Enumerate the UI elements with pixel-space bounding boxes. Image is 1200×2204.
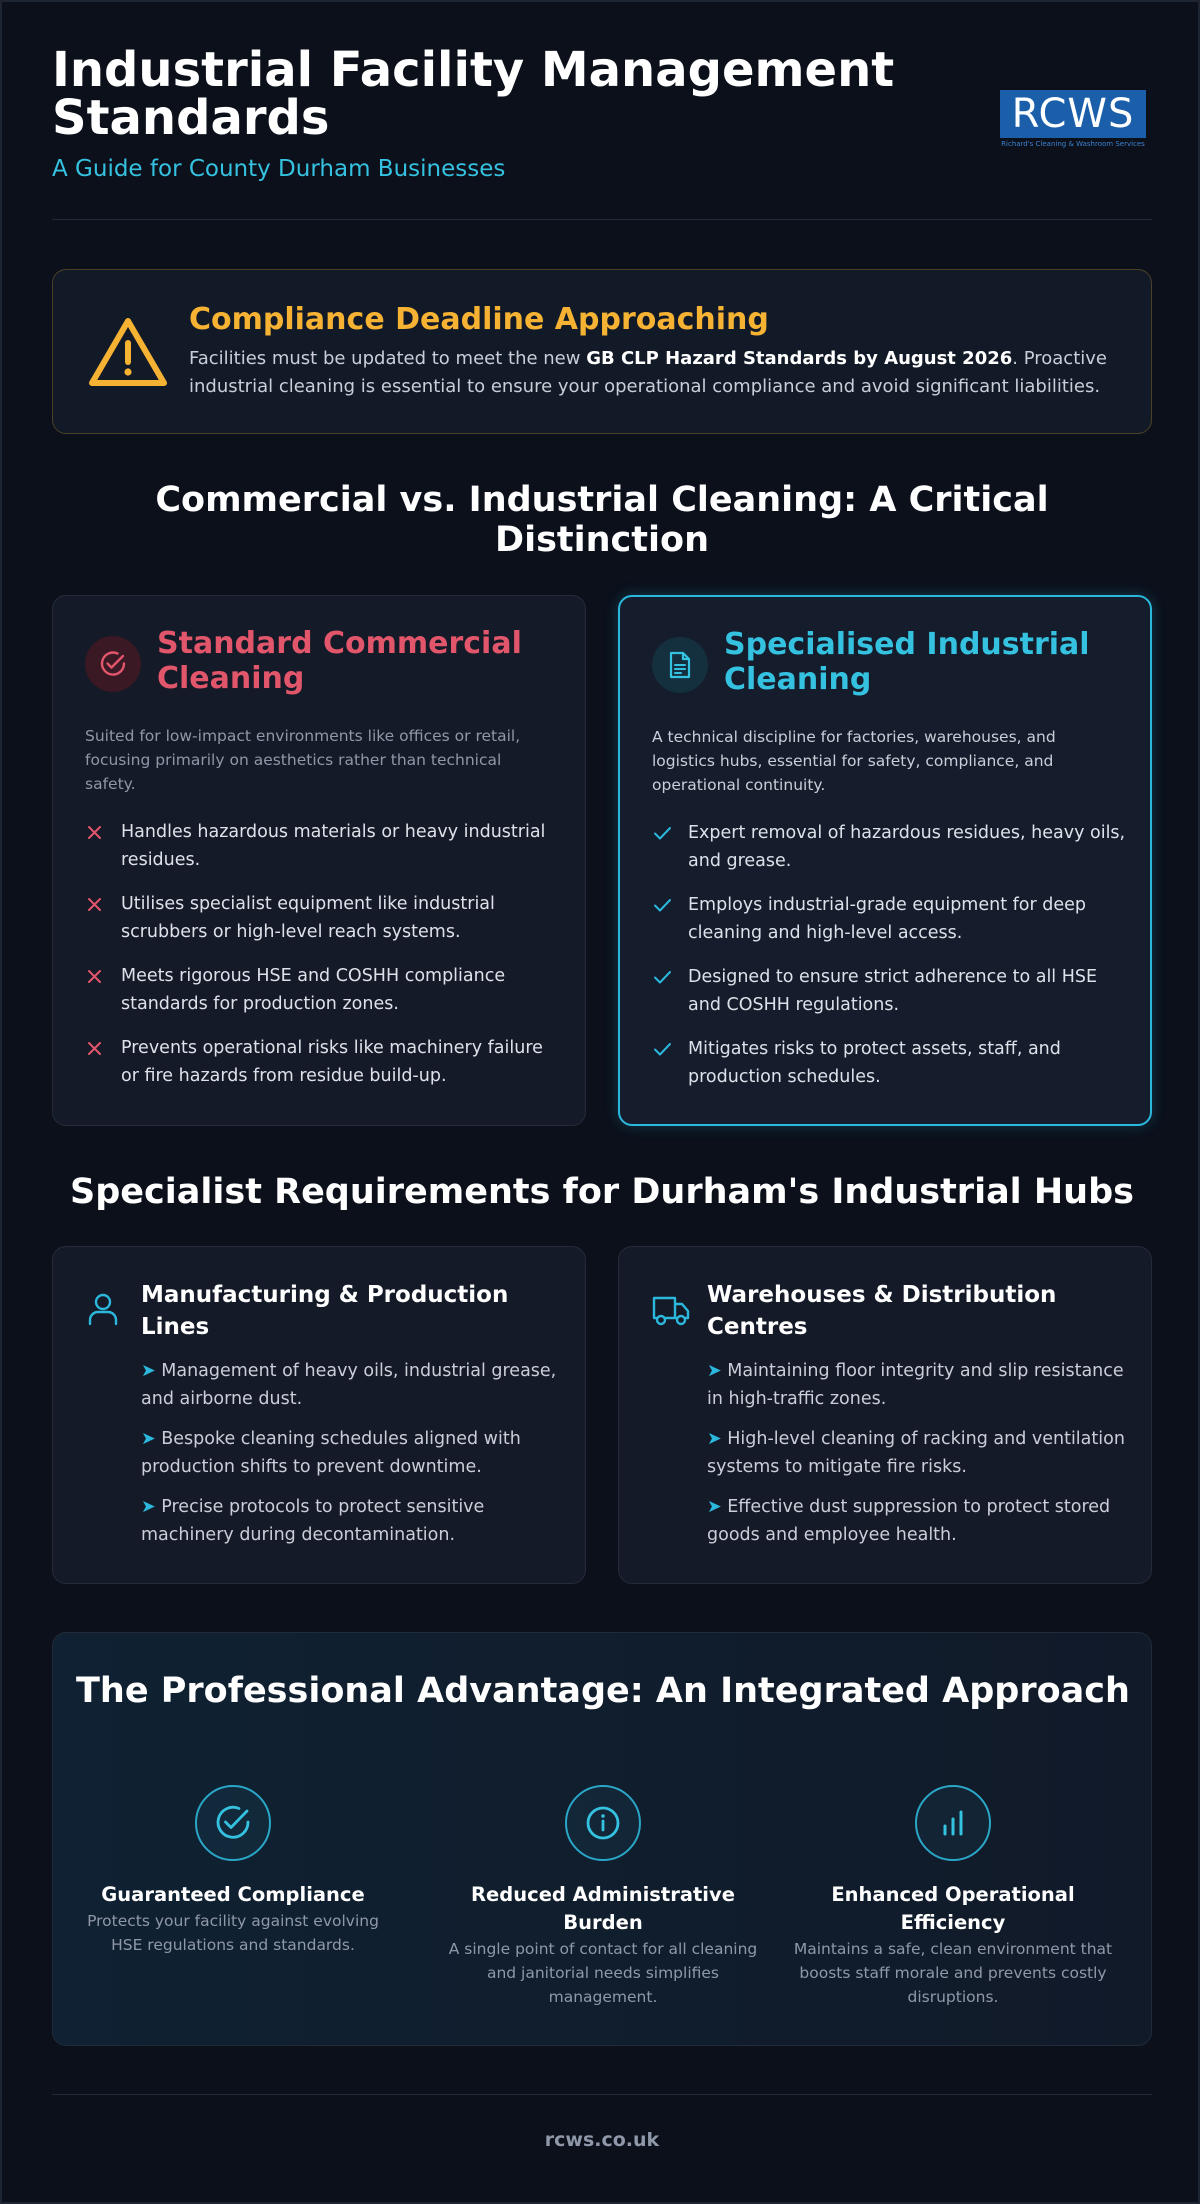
list-item: Meets rigorous HSE and COSHH compliance … [85, 962, 565, 1018]
warning-triangle-icon [89, 318, 167, 386]
industrial-cleaning-card: Specialised Industrial Cleaning A techni… [618, 595, 1152, 1126]
cross-icon [88, 1042, 101, 1055]
check-icon [654, 899, 671, 912]
industrial-list: Expert removal of hazardous residues, he… [652, 819, 1132, 1107]
comparison-heading: Commercial vs. Industrial Cleaning: A Cr… [155, 480, 1049, 560]
arrow-icon: ➤ [141, 1497, 156, 1517]
manufacturing-item-text: Bespoke cleaning schedules aligned with … [141, 1429, 521, 1477]
advantage-heading: The Professional Advantage: An Integrate… [76, 1671, 1130, 1711]
compliance-alert: Compliance Deadline Approaching Faciliti… [52, 269, 1152, 434]
cross-icon [88, 970, 101, 983]
cross-icon [88, 898, 101, 911]
manufacturing-list: ➤ Management of heavy oils, industrial g… [141, 1357, 561, 1561]
advantage-item-text: Maintains a safe, clean environment that… [793, 1940, 1113, 2006]
check-icon [654, 1043, 671, 1056]
info-circle-icon [586, 1806, 620, 1840]
advantage-item-text: Protects your facility against evolving … [87, 1912, 379, 1954]
commercial-item-text: Prevents operational risks like machiner… [121, 1038, 543, 1086]
arrow-icon: ➤ [707, 1429, 722, 1449]
industrial-item-text: Employs industrial-grade equipment for d… [688, 895, 1087, 943]
arrow-icon: ➤ [141, 1429, 156, 1449]
list-item: Handles hazardous materials or heavy ind… [85, 818, 565, 874]
advantage-item-efficiency: Enhanced Operational Efficiency Maintain… [788, 1785, 1118, 2009]
manufacturing-item-text: Management of heavy oils, industrial gre… [141, 1361, 557, 1409]
commercial-cleaning-card: Standard Commercial Cleaning Suited for … [52, 595, 586, 1126]
check-icon [654, 971, 671, 984]
warehouses-card: Warehouses & Distribution Centres ➤ Main… [618, 1246, 1152, 1584]
manufacturing-title: Manufacturing & Production Lines [141, 1282, 509, 1340]
page-subtitle: A Guide for County Durham Businesses [52, 156, 506, 182]
page-header: Industrial Facility Management Standards… [52, 46, 1152, 220]
check-icon [654, 827, 671, 840]
list-item: ➤ Management of heavy oils, industrial g… [141, 1357, 561, 1413]
industrial-icon-wrap [652, 637, 708, 693]
alert-title: Compliance Deadline Approaching [189, 302, 769, 337]
industrial-item-text: Mitigates risks to protect assets, staff… [688, 1039, 1061, 1087]
logo-text: RCWS [1000, 90, 1146, 138]
warehouses-item-text: High-level cleaning of racking and venti… [707, 1429, 1125, 1477]
list-item: ➤ High-level cleaning of racking and ven… [707, 1425, 1127, 1481]
list-item: ➤ Effective dust suppression to protect … [707, 1493, 1127, 1549]
page-footer: rcws.co.uk [52, 2094, 1152, 2174]
truck-icon [652, 1296, 690, 1326]
cross-icon [88, 826, 101, 839]
industrial-card-title: Specialised Industrial Cleaning [724, 627, 1090, 697]
commercial-card-description: Suited for low-impact environments like … [85, 727, 521, 793]
list-item: ➤ Precise protocols to protect sensitive… [141, 1493, 561, 1549]
list-item: Mitigates risks to protect assets, staff… [652, 1035, 1132, 1091]
advantage-icon-wrap [195, 1785, 271, 1861]
industrial-item-text: Expert removal of hazardous residues, he… [688, 823, 1126, 871]
arrow-icon: ➤ [707, 1497, 722, 1517]
advantage-panel: The Professional Advantage: An Integrate… [52, 1632, 1152, 2046]
bar-chart-icon [943, 1810, 963, 1836]
list-item: Expert removal of hazardous residues, he… [652, 819, 1132, 875]
warehouses-item-text: Maintaining floor integrity and slip res… [707, 1361, 1124, 1409]
warehouses-list: ➤ Maintaining floor integrity and slip r… [707, 1357, 1127, 1561]
advantage-item-title: Reduced Administrative Burden [471, 1883, 735, 1934]
commercial-item-text: Handles hazardous materials or heavy ind… [121, 822, 546, 870]
list-item: ➤ Bespoke cleaning schedules aligned wit… [141, 1425, 561, 1481]
list-item: Utilises specialist equipment like indus… [85, 890, 565, 946]
hubs-heading: Specialist Requirements for Durham's Ind… [70, 1172, 1134, 1212]
warehouses-item-text: Effective dust suppression to protect st… [707, 1497, 1111, 1545]
alert-deadline: GB CLP Hazard Standards by August 2026 [586, 348, 1013, 369]
rcws-logo: RCWS Richard's Cleaning & Washroom Servi… [1000, 90, 1146, 148]
manufacturing-item-text: Precise protocols to protect sensitive m… [141, 1497, 485, 1545]
document-icon [669, 651, 691, 679]
warehouses-title: Warehouses & Distribution Centres [707, 1282, 1057, 1340]
arrow-icon: ➤ [141, 1361, 156, 1381]
arrow-icon: ➤ [707, 1361, 722, 1381]
check-circle-icon [100, 651, 126, 676]
commercial-item-text: Meets rigorous HSE and COSHH compliance … [121, 966, 506, 1014]
advantage-icon-wrap [915, 1785, 991, 1861]
advantage-icon-wrap [565, 1785, 641, 1861]
logo-tagline: Richard's Cleaning & Washroom Services [1001, 140, 1145, 148]
advantage-item-title: Guaranteed Compliance [101, 1883, 365, 1906]
manufacturing-card: Manufacturing & Production Lines ➤ Manag… [52, 1246, 586, 1584]
list-item: ➤ Maintaining floor integrity and slip r… [707, 1357, 1127, 1413]
industrial-item-text: Designed to ensure strict adherence to a… [688, 967, 1098, 1015]
page-title: Industrial Facility Management Standards [52, 42, 895, 146]
commercial-item-text: Utilises specialist equipment like indus… [121, 894, 495, 942]
check-circle-icon [216, 1805, 250, 1839]
advantage-item-title: Enhanced Operational Efficiency [831, 1883, 1075, 1934]
footer-website-link[interactable]: rcws.co.uk [544, 2129, 660, 2151]
list-item: Prevents operational risks like machiner… [85, 1034, 565, 1090]
alert-text-start: Facilities must be updated to meet the n… [189, 348, 587, 369]
advantage-item-text: A single point of contact for all cleani… [448, 1940, 758, 2006]
list-item: Employs industrial-grade equipment for d… [652, 891, 1132, 947]
alert-text: Facilities must be updated to meet the n… [189, 345, 1119, 401]
industrial-card-description: A technical discipline for factories, wa… [652, 728, 1056, 794]
user-icon [88, 1293, 118, 1326]
advantage-item-compliance: Guaranteed Compliance Protects your faci… [68, 1785, 398, 1957]
commercial-icon-wrap [85, 636, 141, 692]
list-item: Designed to ensure strict adherence to a… [652, 963, 1132, 1019]
commercial-card-title: Standard Commercial Cleaning [157, 626, 522, 696]
advantage-item-admin: Reduced Administrative Burden A single p… [438, 1785, 768, 2009]
alert-text-end: . Proactive industrial cleaning is essen… [189, 348, 1107, 397]
commercial-list: Handles hazardous materials or heavy ind… [85, 818, 565, 1106]
